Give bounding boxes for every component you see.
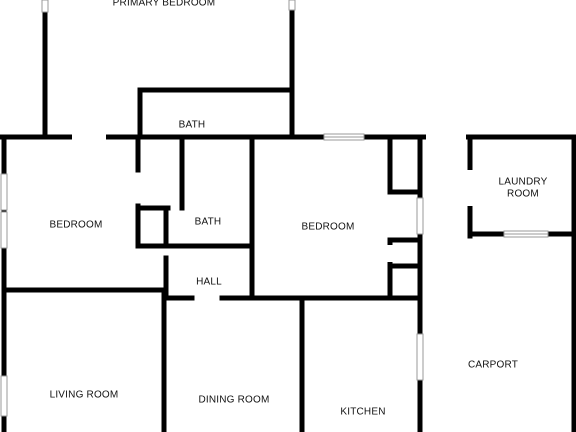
window-bedroom-left-2 bbox=[0, 211, 8, 249]
room-label-bath-middle: BATH bbox=[195, 217, 222, 228]
room-label-bedroom-left: BEDROOM bbox=[49, 220, 102, 231]
room-label-living-room: LIVING ROOM bbox=[50, 390, 119, 401]
room-label-laundry-line-2: ROOM bbox=[507, 189, 539, 200]
window-center-closet bbox=[416, 197, 424, 235]
windows bbox=[0, 0, 549, 417]
room-label-hall: HALL bbox=[196, 277, 222, 288]
room-label-bath-upper: BATH bbox=[179, 120, 206, 131]
window-bedroom-left-1 bbox=[0, 173, 8, 211]
door-openings bbox=[72, 133, 474, 262]
window-living-left bbox=[0, 375, 8, 417]
room-label-kitchen: KITCHEN bbox=[340, 407, 385, 418]
room-label-carport: CARPORT bbox=[468, 360, 518, 371]
window-primary-right bbox=[288, 0, 296, 11]
room-label-bedroom-center: BEDROOM bbox=[301, 222, 354, 233]
window-kitchen-right bbox=[416, 333, 424, 381]
room-label-primary-bedroom: PRIMARY BEDROOM bbox=[113, 0, 216, 9]
room-label-dining-room: DINING ROOM bbox=[198, 395, 269, 406]
room-label-laundry-line-1: LAUNDRY bbox=[498, 177, 547, 188]
room-labels: PRIMARY BEDROOM BATH BEDROOM BATH BEDROO… bbox=[49, 0, 547, 418]
window-primary-left bbox=[41, 0, 49, 13]
